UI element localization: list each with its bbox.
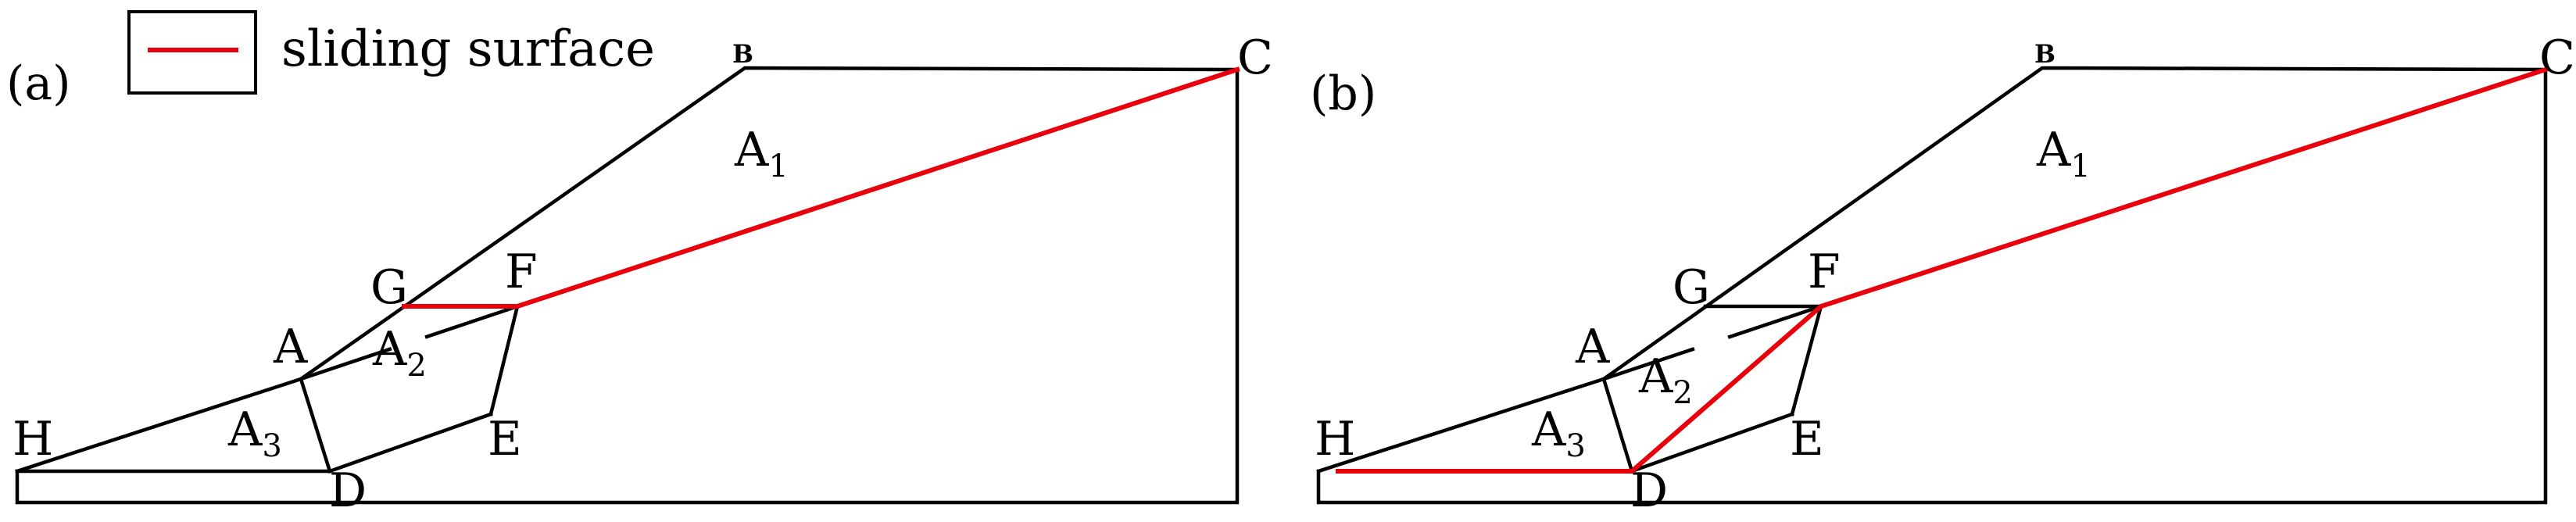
panel-b-line-AF-dashed — [1601, 304, 1823, 381]
panel-b-sliding-surface — [1336, 66, 2549, 474]
panel-b-point-F: F — [1808, 245, 1841, 299]
panel-b-point-H: H — [1315, 412, 1355, 467]
panel-b-region-A2: A2 — [1638, 349, 1693, 411]
panel-a-slope-outline — [15, 66, 1240, 505]
panel-a-region-A3: A3 — [227, 402, 282, 464]
panel-b-slope-outline — [1316, 66, 2548, 505]
panel-a-point-H: H — [13, 412, 53, 467]
panel-b-label: (b) — [1310, 66, 1376, 121]
panel-b-line-EF — [1790, 304, 1823, 417]
panel-b-line-AD — [1601, 377, 1634, 474]
panel-a-line-EF — [488, 304, 520, 417]
panel-a-point-B: B — [732, 39, 753, 69]
panel-a-point-A: A — [273, 320, 308, 374]
panel-a-region-A2: A2 — [372, 322, 427, 384]
panel-a-sliding-surface — [402, 66, 1240, 309]
panel-a-label: (a) — [6, 56, 71, 111]
panel-a: (a) B C G F A H E D A1 A2 A3 — [6, 30, 1273, 518]
legend-label: sliding surface — [281, 20, 655, 78]
panel-a-line-AF-dashed — [299, 304, 520, 381]
panel-a-line-DE — [327, 412, 493, 474]
panel-b-point-D: D — [1630, 463, 1668, 518]
panel-a-point-G: G — [370, 260, 408, 315]
panel-a-point-F: F — [505, 245, 538, 299]
panel-a-region-A1: A1 — [734, 123, 789, 184]
panel-b-region-A3: A3 — [1531, 402, 1586, 464]
panel-b-point-G: G — [1673, 260, 1710, 315]
panel-b: (b) B C G F A H E D A1 A2 A3 — [1310, 30, 2575, 518]
panel-a-point-E: E — [488, 412, 522, 467]
panel-a-point-D: D — [329, 463, 367, 518]
panel-b-region-A1: A1 — [2036, 123, 2091, 184]
legend-box — [127, 10, 257, 95]
legend: sliding surface — [127, 10, 655, 95]
panel-a-point-C: C — [1237, 30, 1273, 85]
panel-b-point-E: E — [1790, 412, 1824, 467]
panel-b-line-DE — [1630, 412, 1794, 474]
panel-b-point-C: C — [2539, 30, 2575, 85]
panel-a-line-AD — [299, 377, 332, 474]
panel-b-point-B: B — [2034, 39, 2055, 69]
panel-b-point-A: A — [1575, 320, 1610, 374]
